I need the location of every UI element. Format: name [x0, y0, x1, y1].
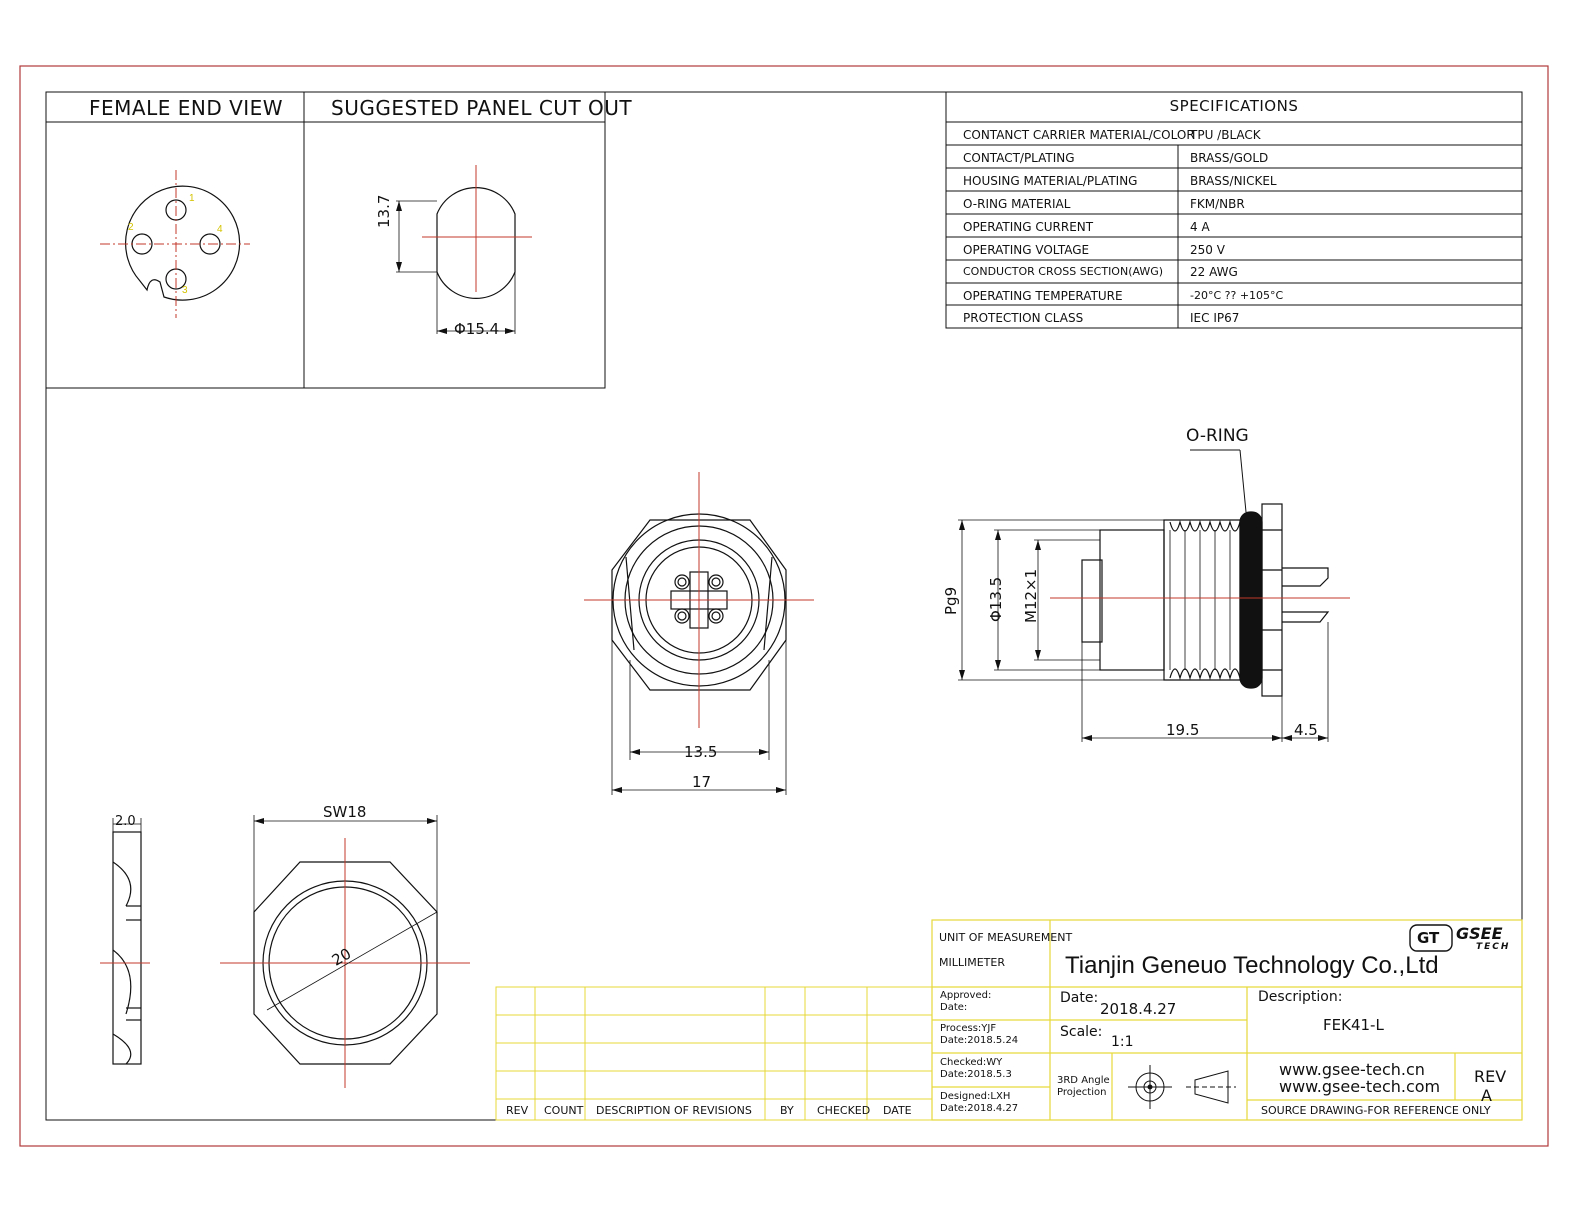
- spec-row: OPERATING TEMPERATURE -20°C ?? +105°C: [946, 285, 1522, 308]
- rev-header-checked: CHECKED: [817, 1104, 871, 1117]
- spec-label: OPERATING TEMPERATURE: [963, 289, 1123, 303]
- spec-row: OPERATING VOLTAGE 250 V: [946, 239, 1522, 262]
- spec-table-frame: [945, 91, 1523, 329]
- spec-value: 250 V: [1190, 243, 1225, 257]
- length-dim: 19.5: [1166, 721, 1200, 739]
- female-end-view-drawing: [100, 170, 250, 318]
- date-value: 2018.4.27: [1100, 1000, 1177, 1018]
- approved-label: Approved:: [940, 990, 992, 1001]
- spec-label: CONDUCTOR CROSS SECTION(AWG): [963, 265, 1164, 278]
- front-inner-dim: 13.5: [684, 743, 718, 761]
- revision-table-frame: [495, 986, 933, 1121]
- approved-date: Date:: [940, 1002, 968, 1013]
- website-com: www.gsee-tech.com: [1279, 1077, 1441, 1096]
- panel-height-dim: 13.7: [375, 194, 393, 228]
- spec-row: HOUSING MATERIAL/PLATING BRASS/NICKEL: [946, 170, 1522, 193]
- outer-border: [19, 65, 1549, 1147]
- rev-value: A: [1481, 1086, 1492, 1105]
- front-view-drawing: [584, 472, 814, 795]
- checked-date: Date:2018.5.3: [940, 1069, 1012, 1080]
- spec-row: CONTACT/PLATING BRASS/GOLD: [946, 147, 1522, 170]
- spec-value: TPU /BLACK: [1190, 128, 1261, 142]
- spec-value: BRASS/NICKEL: [1190, 174, 1277, 188]
- nut-thickness-dim: 2.0: [115, 814, 136, 829]
- spec-value: BRASS/GOLD: [1190, 151, 1269, 165]
- spec-label: HOUSING MATERIAL/PLATING: [963, 174, 1138, 188]
- spec-row: OPERATING CURRENT 4 A: [946, 216, 1522, 239]
- diameter-dim: Φ13.5: [987, 576, 1005, 622]
- scale-label: Scale:: [1060, 1024, 1103, 1040]
- panel-cutout-drawing: [396, 165, 532, 334]
- spec-value: IEC IP67: [1190, 311, 1240, 325]
- pg-dim: Pg9: [942, 586, 960, 615]
- process-date: Date:2018.5.24: [940, 1035, 1019, 1046]
- panel-cut-out-title: SUGGESTED PANEL CUT OUT: [331, 96, 633, 120]
- process-label: Process:YJF: [940, 1023, 997, 1034]
- rev-label: REV: [1474, 1067, 1507, 1086]
- pin-label-1: 1: [189, 193, 195, 204]
- rev-header-description: DESCRIPTION OF REVISIONS: [596, 1104, 752, 1117]
- designed-date: Date:2018.4.27: [940, 1103, 1019, 1114]
- nut-front-drawing: [220, 815, 470, 1088]
- spec-title: SPECIFICATIONS: [1169, 97, 1299, 115]
- side-view-drawing: [958, 449, 1350, 742]
- view-boxes: [45, 91, 606, 389]
- spec-row: O-RING MATERIAL FKM/NBR: [946, 193, 1522, 216]
- description-label: Description:: [1258, 989, 1343, 1005]
- spec-label: OPERATING CURRENT: [963, 220, 1094, 234]
- front-outer-dim: 17: [692, 773, 712, 791]
- scale-value: 1:1: [1111, 1034, 1134, 1050]
- unit-label: UNIT OF MEASUREMENT: [939, 931, 1073, 944]
- spec-value: FKM/NBR: [1190, 197, 1245, 211]
- description-value: FEK41-L: [1323, 1016, 1384, 1034]
- nut-side-drawing: [100, 818, 150, 1065]
- panel-diameter-dim: Φ15.4: [454, 320, 500, 338]
- o-ring-label: O-RING: [1186, 426, 1249, 446]
- spec-value: 22 AWG: [1190, 265, 1238, 279]
- pin-label-2: 2: [128, 222, 134, 233]
- rev-header-date: DATE: [883, 1104, 912, 1117]
- rev-header-count: COUNT: [544, 1104, 584, 1117]
- spec-value: -20°C ?? +105°C: [1190, 289, 1284, 302]
- female-end-view-title: FEMALE END VIEW: [89, 96, 284, 120]
- logo-mark-frame: [1409, 924, 1453, 952]
- spec-label: PROTECTION CLASS: [963, 311, 1084, 325]
- company-name: Tianjin Geneuo Technology Co.,Ltd: [1065, 952, 1439, 979]
- spec-label: CONTANCT CARRIER MATERIAL/COLOR: [963, 128, 1195, 142]
- tail-dim: 4.5: [1294, 721, 1318, 739]
- checked-label: Checked:WY: [940, 1057, 1003, 1068]
- title-block-frame: [931, 919, 1523, 1121]
- projection-symbol: [1128, 1065, 1236, 1109]
- spec-row: CONDUCTOR CROSS SECTION(AWG) 22 AWG: [946, 261, 1522, 284]
- rev-header-by: BY: [780, 1104, 794, 1117]
- rev-header-rev: REV: [506, 1104, 529, 1117]
- pin-label-3: 3: [182, 285, 188, 296]
- spec-label: CONTACT/PLATING: [963, 151, 1075, 165]
- thread-dim: M12×1: [1022, 568, 1040, 623]
- spec-value: 4 A: [1190, 220, 1210, 234]
- projection-line-1: 3RD Angle: [1057, 1075, 1110, 1086]
- logo-sub: TECH: [1476, 942, 1511, 952]
- logo-name: GSEE: [1456, 924, 1503, 943]
- spec-label: OPERATING VOLTAGE: [963, 243, 1090, 257]
- spec-row: CONTANCT CARRIER MATERIAL/COLOR TPU /BLA…: [946, 124, 1522, 147]
- source-note: SOURCE DRAWING-FOR REFERENCE ONLY: [1261, 1104, 1491, 1117]
- designed-label: Designed:LXH: [940, 1091, 1011, 1102]
- projection-line-2: Projection: [1057, 1087, 1107, 1098]
- website-cn: www.gsee-tech.cn: [1279, 1060, 1425, 1079]
- unit-value: MILLIMETER: [939, 956, 1005, 969]
- date-label: Date:: [1060, 990, 1099, 1006]
- nut-wrench-dim: SW18: [323, 803, 367, 821]
- spec-label: O-RING MATERIAL: [963, 197, 1071, 211]
- logo-mark-icon: GT: [1417, 929, 1440, 947]
- spec-row: PROTECTION CLASS IEC IP67: [946, 307, 1522, 330]
- pin-label-4: 4: [217, 224, 223, 235]
